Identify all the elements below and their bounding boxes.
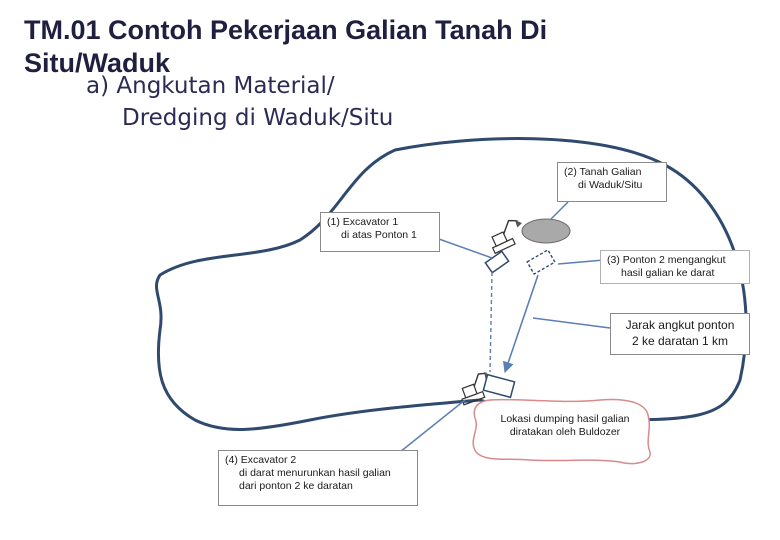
callout-text: Jarak angkut ponton [625,318,735,332]
callout-tanah-galian: (2) Tanah Galian di Waduk/Situ [557,162,667,202]
callout-text: (1) Excavator 1 [327,216,399,228]
callout-text: Lokasi dumping hasil galian [500,413,630,425]
lake-outline [155,137,748,431]
slide-subtitle: a) Angkutan Material/ Dredging di Waduk/… [86,70,393,134]
slide-title-line2: Situ/Waduk [24,48,170,78]
dumping-area-outline [472,398,651,465]
callout-text: (4) Excavator 2 [225,454,297,466]
callout-text: diratakan oleh Buldozer [509,426,621,438]
soil-pile [521,218,571,244]
subtitle-line1: a) Angkutan Material/ [86,73,335,99]
slide-title: TM.01 Contoh Pekerjaan Galian Tanah Di S… [24,14,724,80]
callout-jarak-angkut: Jarak angkut ponton 2 ke daratan 1 km [610,313,750,355]
subtitle-line2: Dredging di Waduk/Situ [122,105,394,131]
callout-text: 2 ke daratan 1 km [631,334,729,348]
pointer-line-ponton2 [557,259,605,265]
pontoon-icon [526,248,556,276]
slide-title-line1: TM.01 Contoh Pekerjaan Galian Tanah Di [24,15,548,45]
pointer-line-excavator2 [399,399,466,453]
transport-arrow [502,274,539,374]
excavator-icon [491,219,522,255]
callout-excavator1: (1) Excavator 1 di atas Ponton 1 [320,212,440,252]
callout-text: di darat menurunkan hasil galian [239,467,391,479]
callout-text: (2) Tanah Galian [564,166,642,178]
callout-excavator2: (4) Excavator 2 di darat menurunkan hasi… [218,450,418,506]
pontoon-icon [484,250,510,274]
pointer-line-jarak [532,317,611,329]
pointer-line-tanah-galian [550,201,569,220]
callout-text: hasil galian ke darat [621,267,715,279]
callout-text: (3) Ponton 2 mengangkut [607,254,726,266]
callout-ponton2: (3) Ponton 2 mengangkut hasil galian ke … [600,250,750,284]
return-arrow-dashed [489,271,493,373]
callout-text: di atas Ponton 1 [341,229,417,241]
callout-text: di Waduk/Situ [578,179,643,191]
callout-lokasi-dumping: Lokasi dumping hasil galian diratakan ol… [490,410,640,450]
pontoon-icon [482,373,516,399]
callout-text: dari ponton 2 ke daratan [239,480,353,492]
